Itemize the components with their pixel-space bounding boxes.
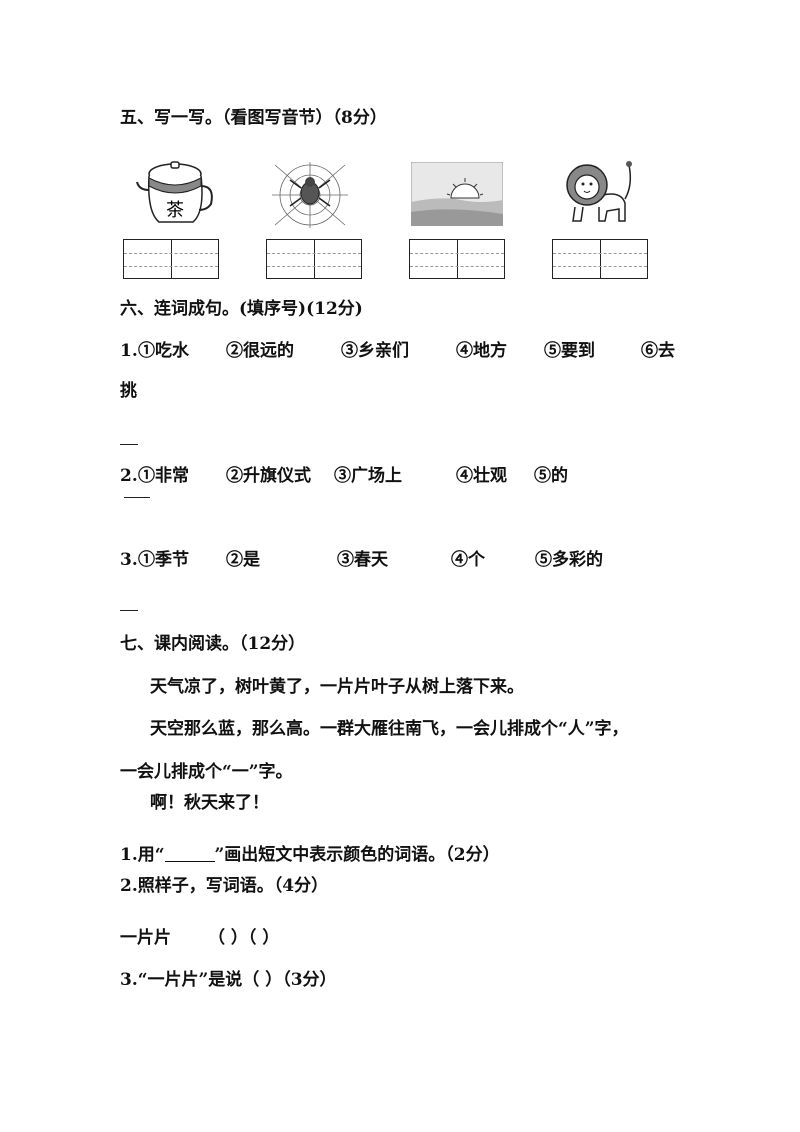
q3-option-2: ②是 — [226, 550, 260, 570]
pinyin-box-2[interactable] — [266, 239, 362, 279]
pinyin-box-1[interactable] — [123, 239, 219, 279]
q1-option-2: ②很远的 — [226, 341, 294, 361]
question-2: 2.照样子，写词语。（4分） — [120, 876, 329, 896]
q3-option-1: ①季节 — [138, 550, 189, 570]
q1-option-3: ③乡亲们 — [341, 341, 409, 361]
pinyin-box-4[interactable] — [552, 239, 648, 279]
q2-option-3: ③广场上 — [334, 466, 402, 486]
section7-title: 七、课内阅读。（12分） — [120, 634, 306, 654]
q1-continuation: 挑 — [120, 381, 137, 401]
q3-answer-line[interactable] — [120, 610, 138, 611]
q3-option-4: ④个 — [451, 550, 485, 570]
underline-sample — [164, 861, 215, 862]
q2-answer-line[interactable] — [124, 497, 150, 498]
question-2-example: 一片片 — [120, 928, 171, 948]
q1-option-6: ⑥去 — [641, 341, 675, 361]
reading-paragraph-1: 天气凉了，树叶黄了，一片片叶子从树上落下来。 — [150, 677, 524, 697]
section6-title: 六、连词成句。(填序号)(12分) — [120, 299, 363, 319]
q3-option-5: ⑤多彩的 — [535, 550, 603, 570]
spider-image — [272, 162, 348, 228]
sunset-image — [411, 162, 503, 226]
q1-answer-line[interactable] — [120, 444, 138, 445]
reading-paragraph-3: 啊！秋天来了！ — [150, 793, 269, 813]
q3-option-3: ③春天 — [337, 550, 388, 570]
q2-number: 2. — [120, 466, 138, 486]
reading-paragraph-2-cont: 一会儿排成个“一”字。 — [120, 762, 293, 782]
section5-title: 五、写一写。（看图写音节）（8分） — [120, 108, 387, 128]
q2-option-1: ①非常 — [138, 466, 189, 486]
teapot-image: 茶 — [136, 161, 213, 223]
q2-option-4: ④壮观 — [456, 466, 507, 486]
question-3: 3.“一片片”是说（ ）（3分） — [120, 970, 337, 990]
q1-option-4: ④地方 — [456, 341, 507, 361]
q2-option-2: ②升旗仪式 — [226, 466, 311, 486]
question-2-blanks[interactable]: （ ）（ ） — [208, 928, 280, 948]
question-1: 1.用“”画出短文中表示颜色的词语。（2分） — [120, 845, 500, 865]
q2-option-5: ⑤的 — [534, 466, 568, 486]
q3-number: 3. — [120, 550, 138, 570]
q1-option-1: ①吃水 — [138, 341, 189, 361]
q1-option-5: ⑤要到 — [544, 341, 595, 361]
reading-paragraph-2: 天空那么蓝，那么高。一群大雁往南飞，一会儿排成个“人”字， — [150, 719, 629, 739]
q1-number: 1. — [120, 341, 138, 361]
teapot-char: 茶 — [166, 200, 184, 221]
pinyin-box-3[interactable] — [409, 239, 505, 279]
lion-image — [566, 161, 632, 222]
